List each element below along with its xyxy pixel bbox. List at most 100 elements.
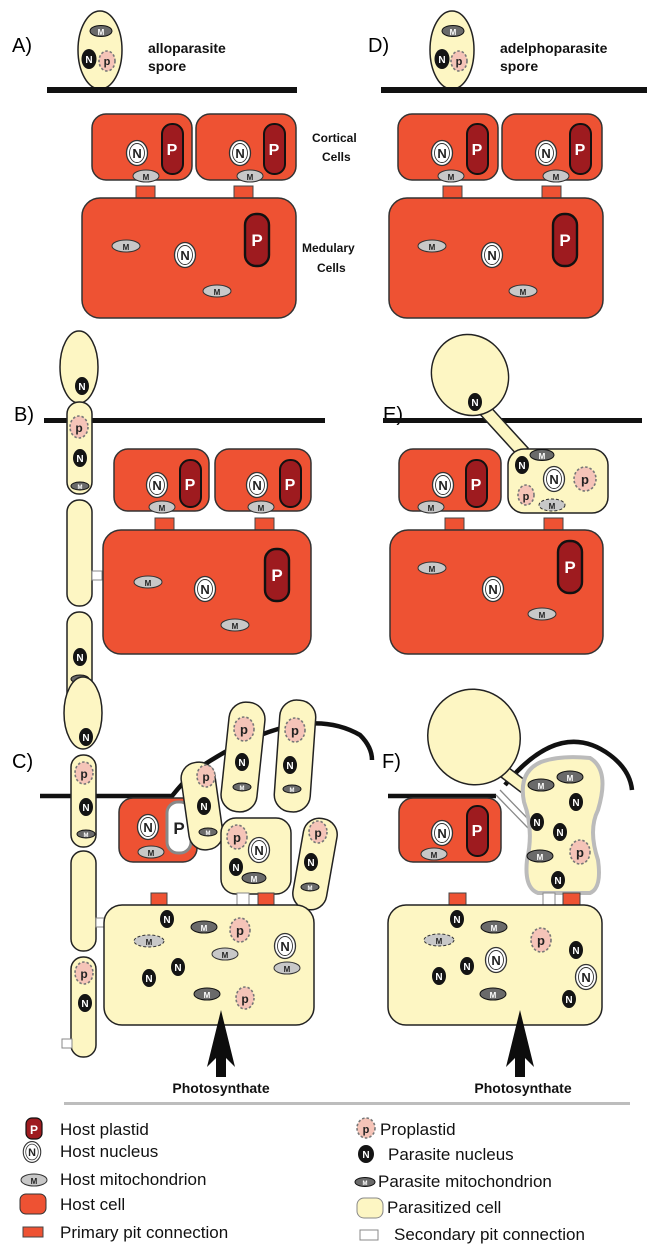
legend-proplastid: Proplastid — [380, 1120, 456, 1139]
legend-divider — [64, 1102, 630, 1105]
svg-text:M: M — [232, 622, 239, 631]
svg-text:P: P — [269, 142, 280, 159]
svg-text:P: P — [564, 558, 575, 577]
legend-host-plastid: Host plastid — [60, 1120, 149, 1139]
svg-text:N: N — [78, 382, 85, 393]
panel-b: N p N M N M P M P M M M P — [44, 331, 325, 710]
svg-text:P: P — [472, 142, 483, 159]
svg-text:M: M — [448, 173, 455, 182]
photosynthate-label-f: Photosynthate — [474, 1080, 571, 1096]
svg-text:M: M — [429, 243, 436, 252]
svg-text:M: M — [148, 849, 155, 858]
svg-text:N: N — [76, 653, 83, 664]
svg-text:M: M — [539, 611, 546, 620]
svg-text:N: N — [200, 802, 207, 813]
svg-text:M: M — [538, 782, 545, 791]
svg-text:N: N — [362, 1150, 369, 1161]
medulary-label: Medulary — [302, 241, 355, 255]
svg-text:M: M — [251, 875, 258, 884]
panel-c-label: C) — [12, 751, 33, 773]
svg-text:N: N — [554, 876, 561, 887]
svg-text:M: M — [204, 991, 211, 1000]
svg-text:N: N — [238, 758, 245, 769]
svg-text:N: N — [518, 461, 525, 472]
panel-a: M N p alloparasite spore P M P M M M P C… — [47, 11, 357, 318]
legend-host-cell: Host cell — [60, 1195, 125, 1214]
svg-text:N: N — [572, 798, 579, 809]
legend-host-mito: Host mitochondrion — [60, 1170, 206, 1189]
adelphoparasite-label: adelphoparasite — [500, 40, 608, 56]
svg-text:M: M — [240, 786, 245, 792]
svg-text:N: N — [572, 946, 579, 957]
svg-text:M: M — [428, 504, 435, 513]
svg-text:p: p — [363, 1124, 370, 1136]
legend-host-nucleus: Host nucleus — [60, 1142, 158, 1161]
svg-text:M: M — [258, 504, 265, 513]
primary-pit-swatch — [23, 1227, 43, 1237]
svg-text:M: M — [201, 924, 208, 933]
svg-text:M: M — [31, 1177, 38, 1186]
photosynthate-label-c: Photosynthate — [172, 1080, 269, 1096]
legend-parasite-nucleus: Parasite nucleus — [388, 1145, 514, 1164]
svg-text:N: N — [286, 761, 293, 772]
svg-text:M: M — [214, 288, 221, 297]
svg-text:N: N — [463, 962, 470, 973]
svg-text:M: M — [143, 173, 150, 182]
legend-parasite-mito: Parasite mitochondrion — [378, 1172, 552, 1191]
svg-text:p: p — [240, 722, 248, 737]
svg-text:N: N — [76, 454, 83, 465]
svg-text:M: M — [429, 565, 436, 574]
svg-text:p: p — [314, 826, 321, 840]
svg-text:p: p — [104, 56, 111, 68]
svg-text:M: M — [537, 853, 544, 862]
svg-text:P: P — [285, 477, 296, 494]
svg-text:M: M — [490, 991, 497, 1000]
svg-text:M: M — [159, 504, 166, 513]
svg-text:N: N — [163, 915, 170, 926]
svg-text:N: N — [471, 398, 478, 409]
secondary-pit-swatch — [360, 1230, 378, 1240]
panel-c: N p N M p N P M p N M p N M — [40, 677, 372, 1096]
svg-text:p: p — [576, 845, 584, 860]
alloparasite-label: alloparasite — [148, 40, 226, 56]
svg-text:M: M — [247, 173, 254, 182]
svg-text:M: M — [539, 452, 546, 461]
svg-text:p: p — [80, 967, 87, 981]
panel-d-label: D) — [368, 35, 389, 57]
svg-text:p: p — [291, 723, 299, 738]
svg-text:M: M — [308, 886, 313, 892]
svg-text:p: p — [241, 992, 248, 1006]
svg-text:N: N — [453, 915, 460, 926]
svg-text:N: N — [556, 828, 563, 839]
svg-text:M: M — [123, 243, 130, 252]
svg-text:M: M — [431, 851, 438, 860]
svg-text:N: N — [438, 55, 445, 66]
medulary-cells-label: Cells — [317, 261, 346, 275]
adelphoparasite-spore-label: spore — [500, 58, 538, 74]
svg-text:P: P — [30, 1123, 38, 1137]
svg-text:p: p — [75, 421, 82, 435]
cortical-cells-label: Cells — [322, 150, 351, 164]
svg-text:M: M — [284, 965, 291, 974]
svg-text:M: M — [84, 833, 89, 839]
svg-text:p: p — [456, 56, 463, 68]
svg-text:N: N — [533, 818, 540, 829]
svg-text:p: p — [581, 472, 589, 487]
svg-text:N: N — [232, 863, 239, 874]
svg-text:M: M — [145, 579, 152, 588]
svg-text:p: p — [80, 767, 87, 781]
svg-text:p: p — [523, 491, 530, 503]
legend: P Host plastid Host nucleus M Host mitoc… — [20, 1118, 585, 1244]
svg-text:p: p — [236, 923, 244, 938]
svg-text:P: P — [559, 231, 570, 250]
svg-text:M: M — [553, 173, 560, 182]
svg-text:M: M — [549, 502, 556, 511]
svg-text:P: P — [471, 477, 482, 494]
svg-text:P: P — [167, 142, 178, 159]
svg-text:P: P — [185, 477, 196, 494]
panel-b-label: B) — [14, 404, 34, 426]
svg-text:N: N — [307, 858, 314, 869]
svg-text:N: N — [81, 999, 88, 1010]
svg-text:p: p — [537, 933, 545, 948]
